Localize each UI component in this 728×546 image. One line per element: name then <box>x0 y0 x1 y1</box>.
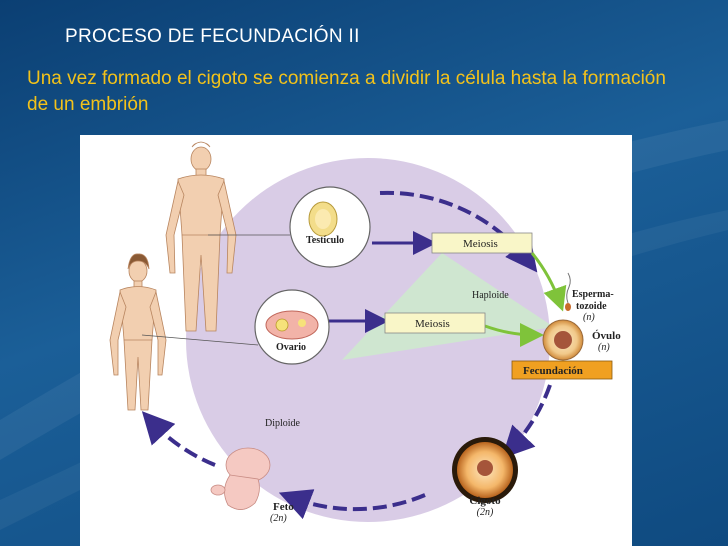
espermatozoide-label-2: tozoide <box>576 301 607 312</box>
testiculo-node <box>290 187 370 267</box>
feto-n: (2n) <box>270 513 287 524</box>
zygote-icon <box>452 437 518 503</box>
sperm-icon <box>565 273 571 311</box>
page-title: PROCESO DE FECUNDACIÓN II <box>65 26 360 48</box>
espermatozoide-n: (n) <box>583 312 595 323</box>
page-subtitle: Una vez formado el cigoto se comienza a … <box>27 66 687 118</box>
female-figure <box>110 254 166 410</box>
meiosis-bottom-label: Meiosis <box>415 318 450 330</box>
fetus-icon <box>211 448 270 510</box>
fertilization-cycle-diagram: Testículo Ovario Meiosis Meiosis Haploid… <box>80 135 632 546</box>
ovulo-label: Óvulo <box>592 330 621 342</box>
cycle-arrow-left <box>150 420 215 465</box>
ovario-label: Ovario <box>276 342 306 353</box>
espermatozoide-label-1: Esperma- <box>572 289 614 300</box>
fecundacion-label: Fecundación <box>523 365 583 377</box>
feto-label: Feto <box>273 501 294 513</box>
diploide-label: Diploide <box>265 418 301 429</box>
ovum-icon <box>543 320 583 360</box>
meiosis-top-label: Meiosis <box>463 238 498 250</box>
ovulo-n: (n) <box>598 342 610 353</box>
haploide-label: Haploide <box>472 290 509 301</box>
cigoto-label: Cigoto <box>469 495 501 507</box>
testiculo-label: Testículo <box>306 235 344 246</box>
cigoto-n: (2n) <box>477 507 494 518</box>
